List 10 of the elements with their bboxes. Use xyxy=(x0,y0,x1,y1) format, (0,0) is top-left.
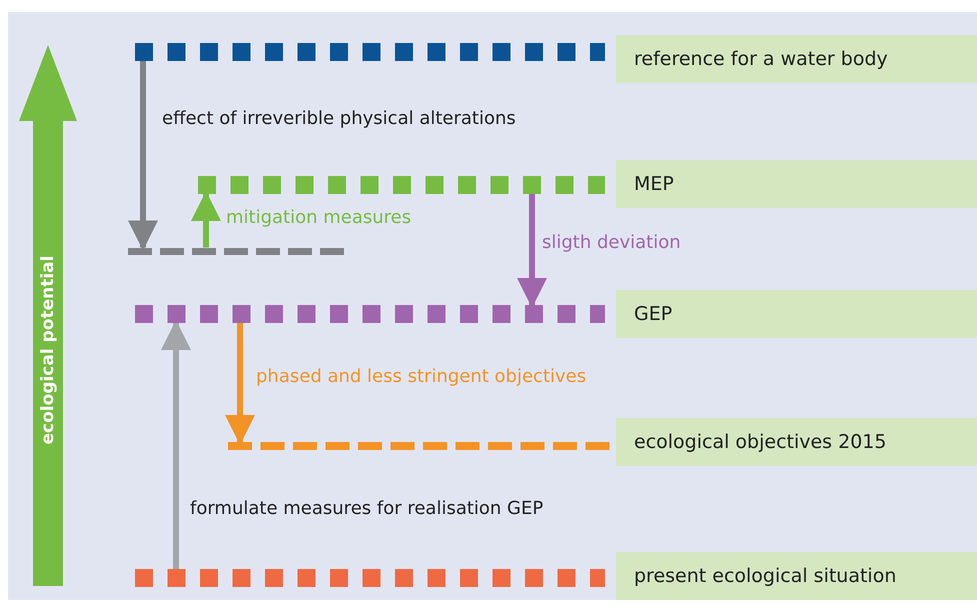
level-label-box: reference for a water body xyxy=(616,35,977,83)
level-label-box: present ecological situation xyxy=(616,552,977,600)
arrow xyxy=(225,323,255,445)
edge-label: effect of irreverible physical alterations xyxy=(160,108,518,129)
level-label-box: GEP xyxy=(616,290,977,338)
level-label-box: MEP xyxy=(616,160,977,208)
level-label-box: ecological objectives 2015 xyxy=(616,418,977,466)
axis-label: ecological potential xyxy=(38,256,58,444)
arrow xyxy=(517,194,547,308)
arrow xyxy=(128,61,158,250)
